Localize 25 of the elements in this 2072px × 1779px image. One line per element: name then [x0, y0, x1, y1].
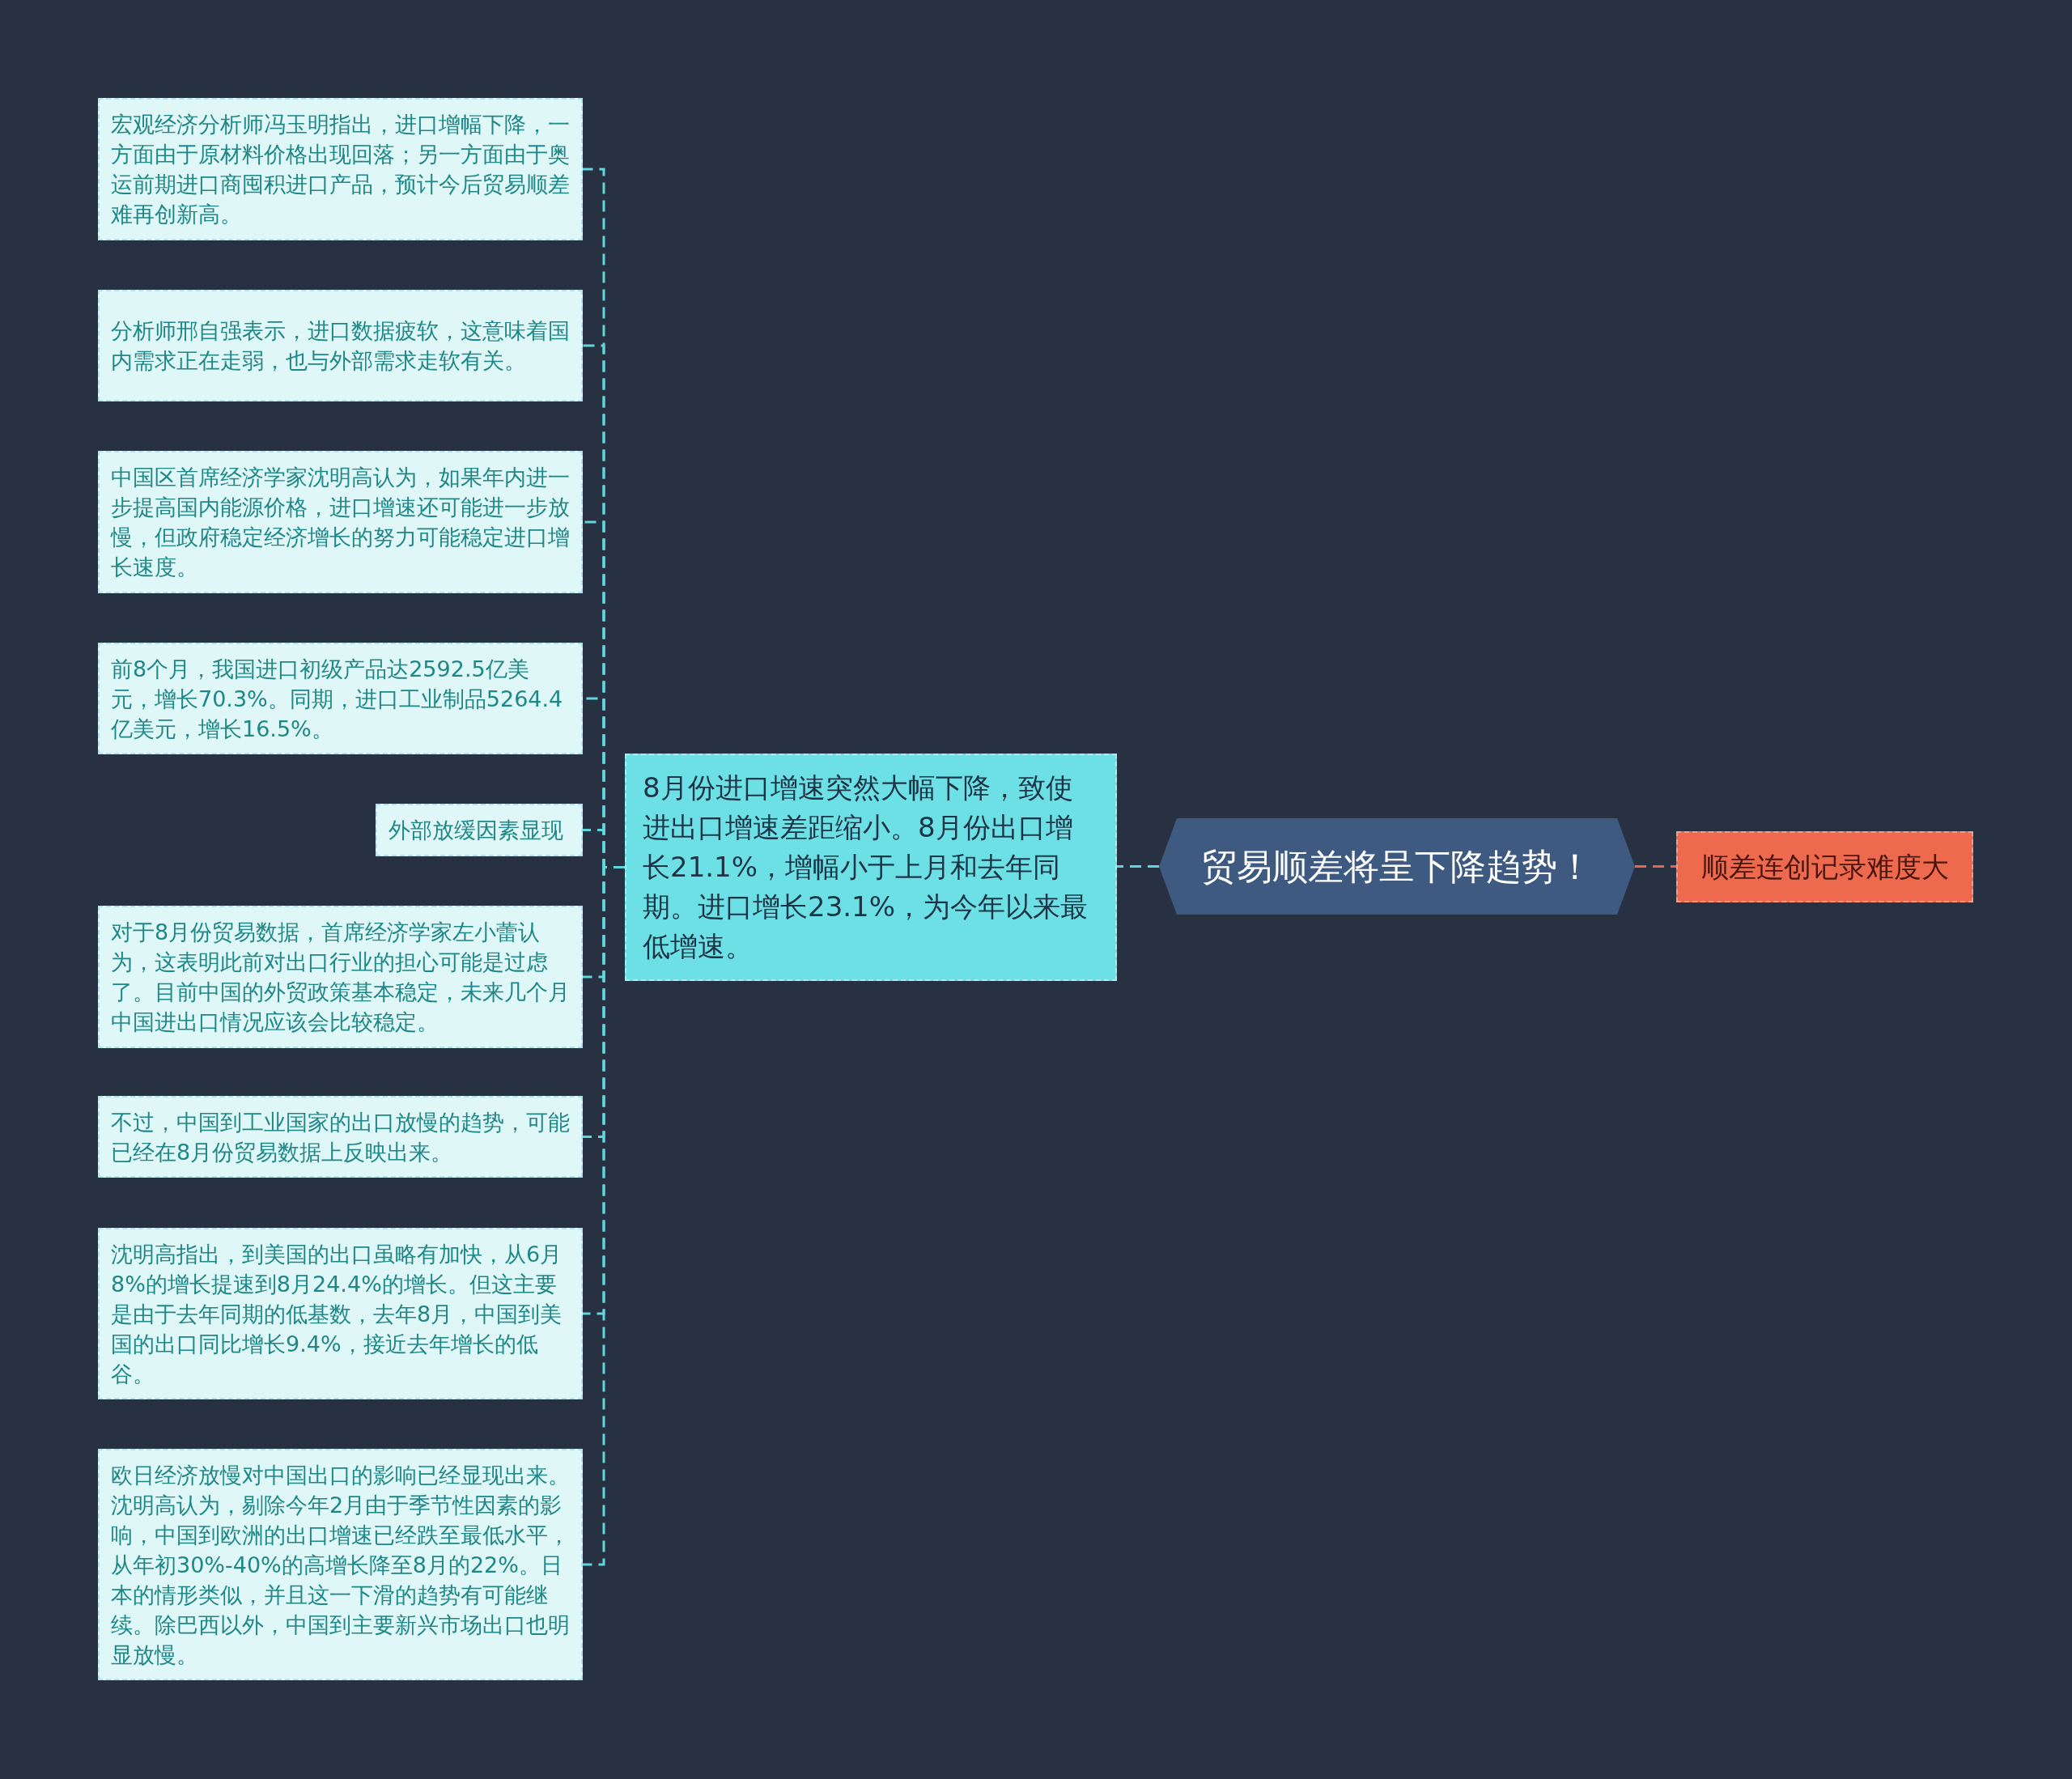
note-box: [376, 804, 583, 856]
note-box: [98, 98, 583, 240]
note-box: [98, 1228, 583, 1399]
note-text: 中国区首席经济学家沈明高认为，如果年内进一步提高国内能源价格，进口增速还可能进一步放慢，但政府稳定经济增长的努力可能稳定进口增长速度。: [111, 464, 570, 581]
note-text: 对于8月份贸易数据，首席经济学家左小蕾认为，这表明此前对出口行业的担心可能是过虑了。目前中国的外贸政策基本稳定，未来几个月中国进出口情况应该会比较稳定。: [111, 919, 570, 1036]
note-box: [98, 906, 583, 1048]
topic-text: 8月份进口增速突然大幅下降，致使进出口增速差距缩小。8月份出口增长21.1%，增幅小于上月和去年同期。进口增长23.1%，为今年以来最低增速。: [643, 771, 1089, 964]
note-text: 宏观经济分析师冯玉明指出，进口增幅下降，一方面由于原材料价格出现回落；另一方面由于奥运前期进口商囤积进口产品，预计今后贸易顺差难再创新高。: [111, 111, 570, 228]
note-box: [98, 1096, 583, 1178]
note-box: [98, 290, 583, 401]
note-text: 不过，中国到工业国家的出口放慢的趋势，可能已经在8月份贸易数据上反映出来。: [111, 1108, 570, 1166]
note-box: [98, 643, 583, 754]
note-text: 欧日经济放慢对中国出口的影响已经显现出来。沈明高认为，剔除今年2月由于季节性因素的影响，中国到欧洲的出口增速已经跌至最低水平，从年初30%-40%的高增长降至8月的22%。日本的情形类似，并且这一下滑的趋势有可能继续。除巴西以外，中国到主要新兴市场出口也明显放慢。: [111, 1461, 570, 1669]
central-topic-hexagon: [1159, 818, 1635, 915]
branch-topic-box: [625, 754, 1117, 981]
connector-line: [1635, 865, 1676, 868]
topic-text: 顺差连创记录难度大: [1700, 850, 1949, 885]
note-box: [98, 451, 583, 593]
note-text: 分析师邢自强表示，进口数据疲软，这意味着国内需求正在走弱，也与外部需求走软有关。: [111, 317, 570, 375]
side-topic-box: [1676, 831, 1973, 902]
note-text: 前8个月，我国进口初级产品达2592.5亿美元，增长70.3%。同期，进口工业制品5264.4亿美元，增长16.5%。: [111, 655, 564, 743]
connector-line: [1117, 865, 1159, 868]
note-text: 外部放缓因素显现: [388, 817, 563, 844]
topic-text: 贸易顺差将呈下降趋势！: [1201, 844, 1593, 889]
note-text: 沈明高指出，到美国的出口虽略有加快，从6月8%的增长提速到8月24.4%的增长。但这主要是由于去年同期的低基数，去年8月，中国到美国的出口同比增长9.4%，接近去年增长的低谷。: [111, 1240, 563, 1388]
